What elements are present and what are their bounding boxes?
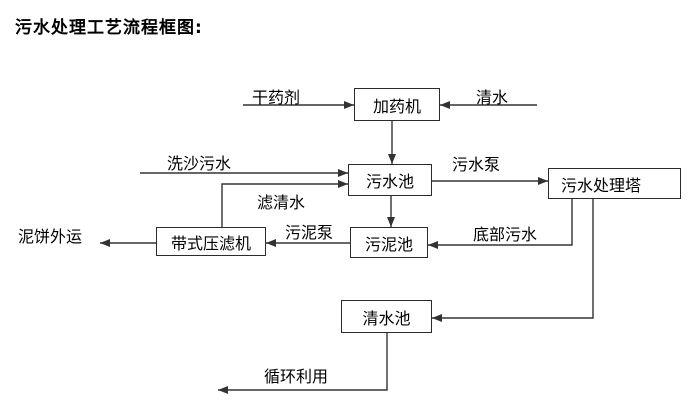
- arrow-bottom-sewage-to-sludge-pool: [428, 199, 573, 249]
- node-belt-filter-press-label: 带式压滤机: [170, 233, 251, 253]
- flow-label-sand-washing-sewage: 洗沙污水: [167, 154, 232, 173]
- flow-label-bottom-sewage: 底部污水: [473, 225, 538, 244]
- page-title: 污水处理工艺流程框图:: [15, 18, 203, 38]
- flow-label-recycle-use: 循环利用: [264, 367, 329, 386]
- arrow-clean-pool-to-recycle: [218, 333, 388, 394]
- node-treatment-tower: 污水处理塔: [548, 168, 681, 199]
- node-dosing-machine-label: 加药机: [372, 96, 421, 116]
- node-clean-water-pool: 清水池: [341, 300, 432, 333]
- node-sludge-pool-label: 污泥池: [364, 234, 413, 254]
- node-dosing-machine: 加药机: [354, 88, 440, 121]
- arrow-filtered-water-to-sewage-pool: [221, 180, 348, 227]
- node-sludge-pool: 污泥池: [350, 227, 428, 258]
- flow-label-sewage-pump: 污水泵: [452, 155, 501, 174]
- flow-label-sludge-pump: 污泥泵: [285, 223, 334, 242]
- flow-label-clean-water: 清水: [476, 88, 509, 107]
- flow-label-filtered-water: 滤清水: [257, 193, 306, 212]
- flow-label-dry-agent: 干药剂: [252, 88, 301, 107]
- node-sewage-pool: 污水池: [348, 164, 432, 196]
- arrow-tower-to-clean-water-pool: [432, 199, 594, 322]
- node-sewage-pool-label: 污水池: [365, 172, 414, 191]
- flow-label-mud-cake-out: 泥饼外运: [18, 227, 83, 246]
- node-treatment-tower-label: 污水处理塔: [561, 175, 642, 195]
- node-clean-water-pool-label: 清水池: [362, 308, 411, 328]
- node-belt-filter-press: 带式压滤机: [156, 227, 266, 256]
